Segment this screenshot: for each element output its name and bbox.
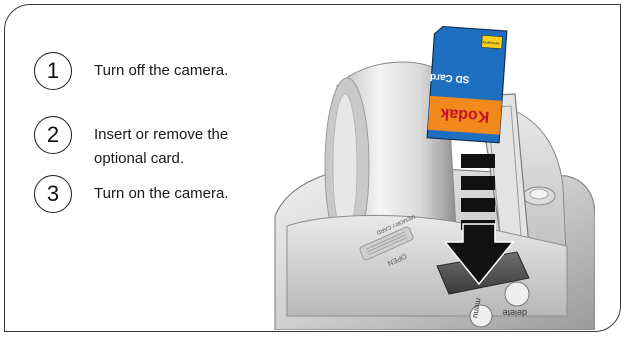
step-text: Insert or remove the optional card. (94, 123, 264, 171)
delete-button (505, 282, 529, 306)
sd-card: MultiMedia SD Card Kodak (426, 26, 507, 143)
step-3: 3 Turn on the camera. (34, 175, 264, 213)
step-2: 2 Insert or remove the optional card. (34, 116, 264, 171)
step-number-badge: 1 (34, 52, 72, 90)
step-number-badge: 2 (34, 116, 72, 154)
step-number-badge: 3 (34, 175, 72, 213)
delete-button-label: delete (502, 308, 527, 318)
step-1: 1 Turn off the camera. (34, 52, 264, 90)
step-text: Turn on the camera. (94, 182, 264, 206)
step-text: Turn off the camera. (94, 59, 264, 83)
camera-illustration-svg: OPEN MEMORY CARD delete menu MultiMedia … (267, 16, 595, 330)
sd-card-brand: Kodak (440, 105, 490, 125)
camera-card-illustration: OPEN MEMORY CARD delete menu MultiMedia … (267, 16, 595, 330)
